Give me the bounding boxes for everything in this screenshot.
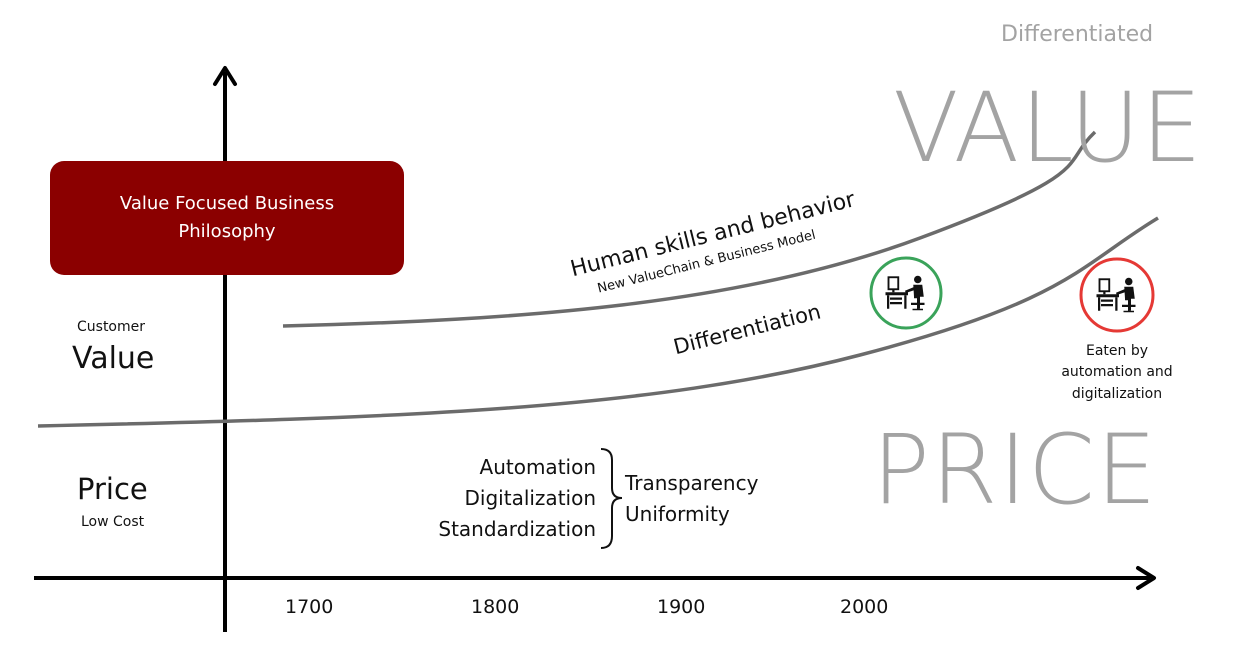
- driver-standardization: Standardization: [438, 517, 596, 541]
- driver-automation: Automation: [479, 455, 596, 479]
- left-brace: [600, 448, 623, 549]
- eaten-label-line1: Eaten by: [1085, 343, 1149, 359]
- x-tick: 2000: [840, 596, 889, 618]
- x-tick: 1900: [657, 596, 706, 618]
- y-axis-arrowhead: [213, 66, 237, 86]
- x-tick: 1700: [285, 596, 334, 618]
- price-big-label: PRICE: [872, 414, 1158, 526]
- low-cost-label: Low Cost: [81, 514, 145, 530]
- box-label: Value Focused Business Philosophy: [119, 193, 335, 242]
- eaten-label-line3: digitalization: [1071, 386, 1163, 402]
- lower-curve: [37, 216, 1159, 428]
- effect-transparency: Transparency: [625, 471, 759, 495]
- price-label: Price: [77, 472, 148, 506]
- x-axis-arrowhead: [1136, 566, 1156, 590]
- value-focused-box: Value Focused Business Philosophy: [50, 161, 404, 275]
- effect-uniformity: Uniformity: [625, 502, 730, 526]
- customer-label: Customer: [77, 319, 146, 335]
- value-big-label: VALUE: [893, 72, 1203, 184]
- driver-digitalization: Digitalization: [464, 486, 596, 510]
- value-label: Value: [72, 341, 155, 376]
- upper-curve: [282, 130, 1097, 328]
- x-tick: 1800: [471, 596, 520, 618]
- eaten-label-line2: automation and: [1061, 364, 1173, 380]
- corner-label: Differentiated: [1001, 22, 1154, 47]
